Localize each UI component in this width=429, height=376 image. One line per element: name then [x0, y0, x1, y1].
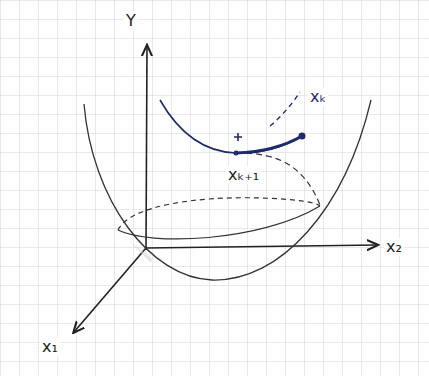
model-parabola-thick	[236, 136, 302, 153]
x2-axis	[146, 245, 377, 248]
paraboloid-outline	[84, 100, 371, 280]
x1-axis	[74, 248, 146, 332]
model-parabola	[160, 100, 302, 153]
axis-label: Y	[124, 12, 138, 30]
cross-mark	[234, 133, 242, 141]
y-axis	[146, 46, 147, 250]
axis-label: x₁	[40, 338, 60, 356]
shadow	[118, 230, 152, 262]
axis-label: x₂	[384, 238, 404, 256]
level-set-back	[118, 198, 320, 230]
point-label: xₖ₊₁	[226, 166, 261, 184]
next-iterate-point	[234, 151, 239, 156]
model-parabola-dashed	[270, 92, 300, 126]
point-label: xₖ	[308, 88, 328, 106]
level-set-front	[118, 206, 320, 239]
iterate-point	[299, 133, 306, 140]
